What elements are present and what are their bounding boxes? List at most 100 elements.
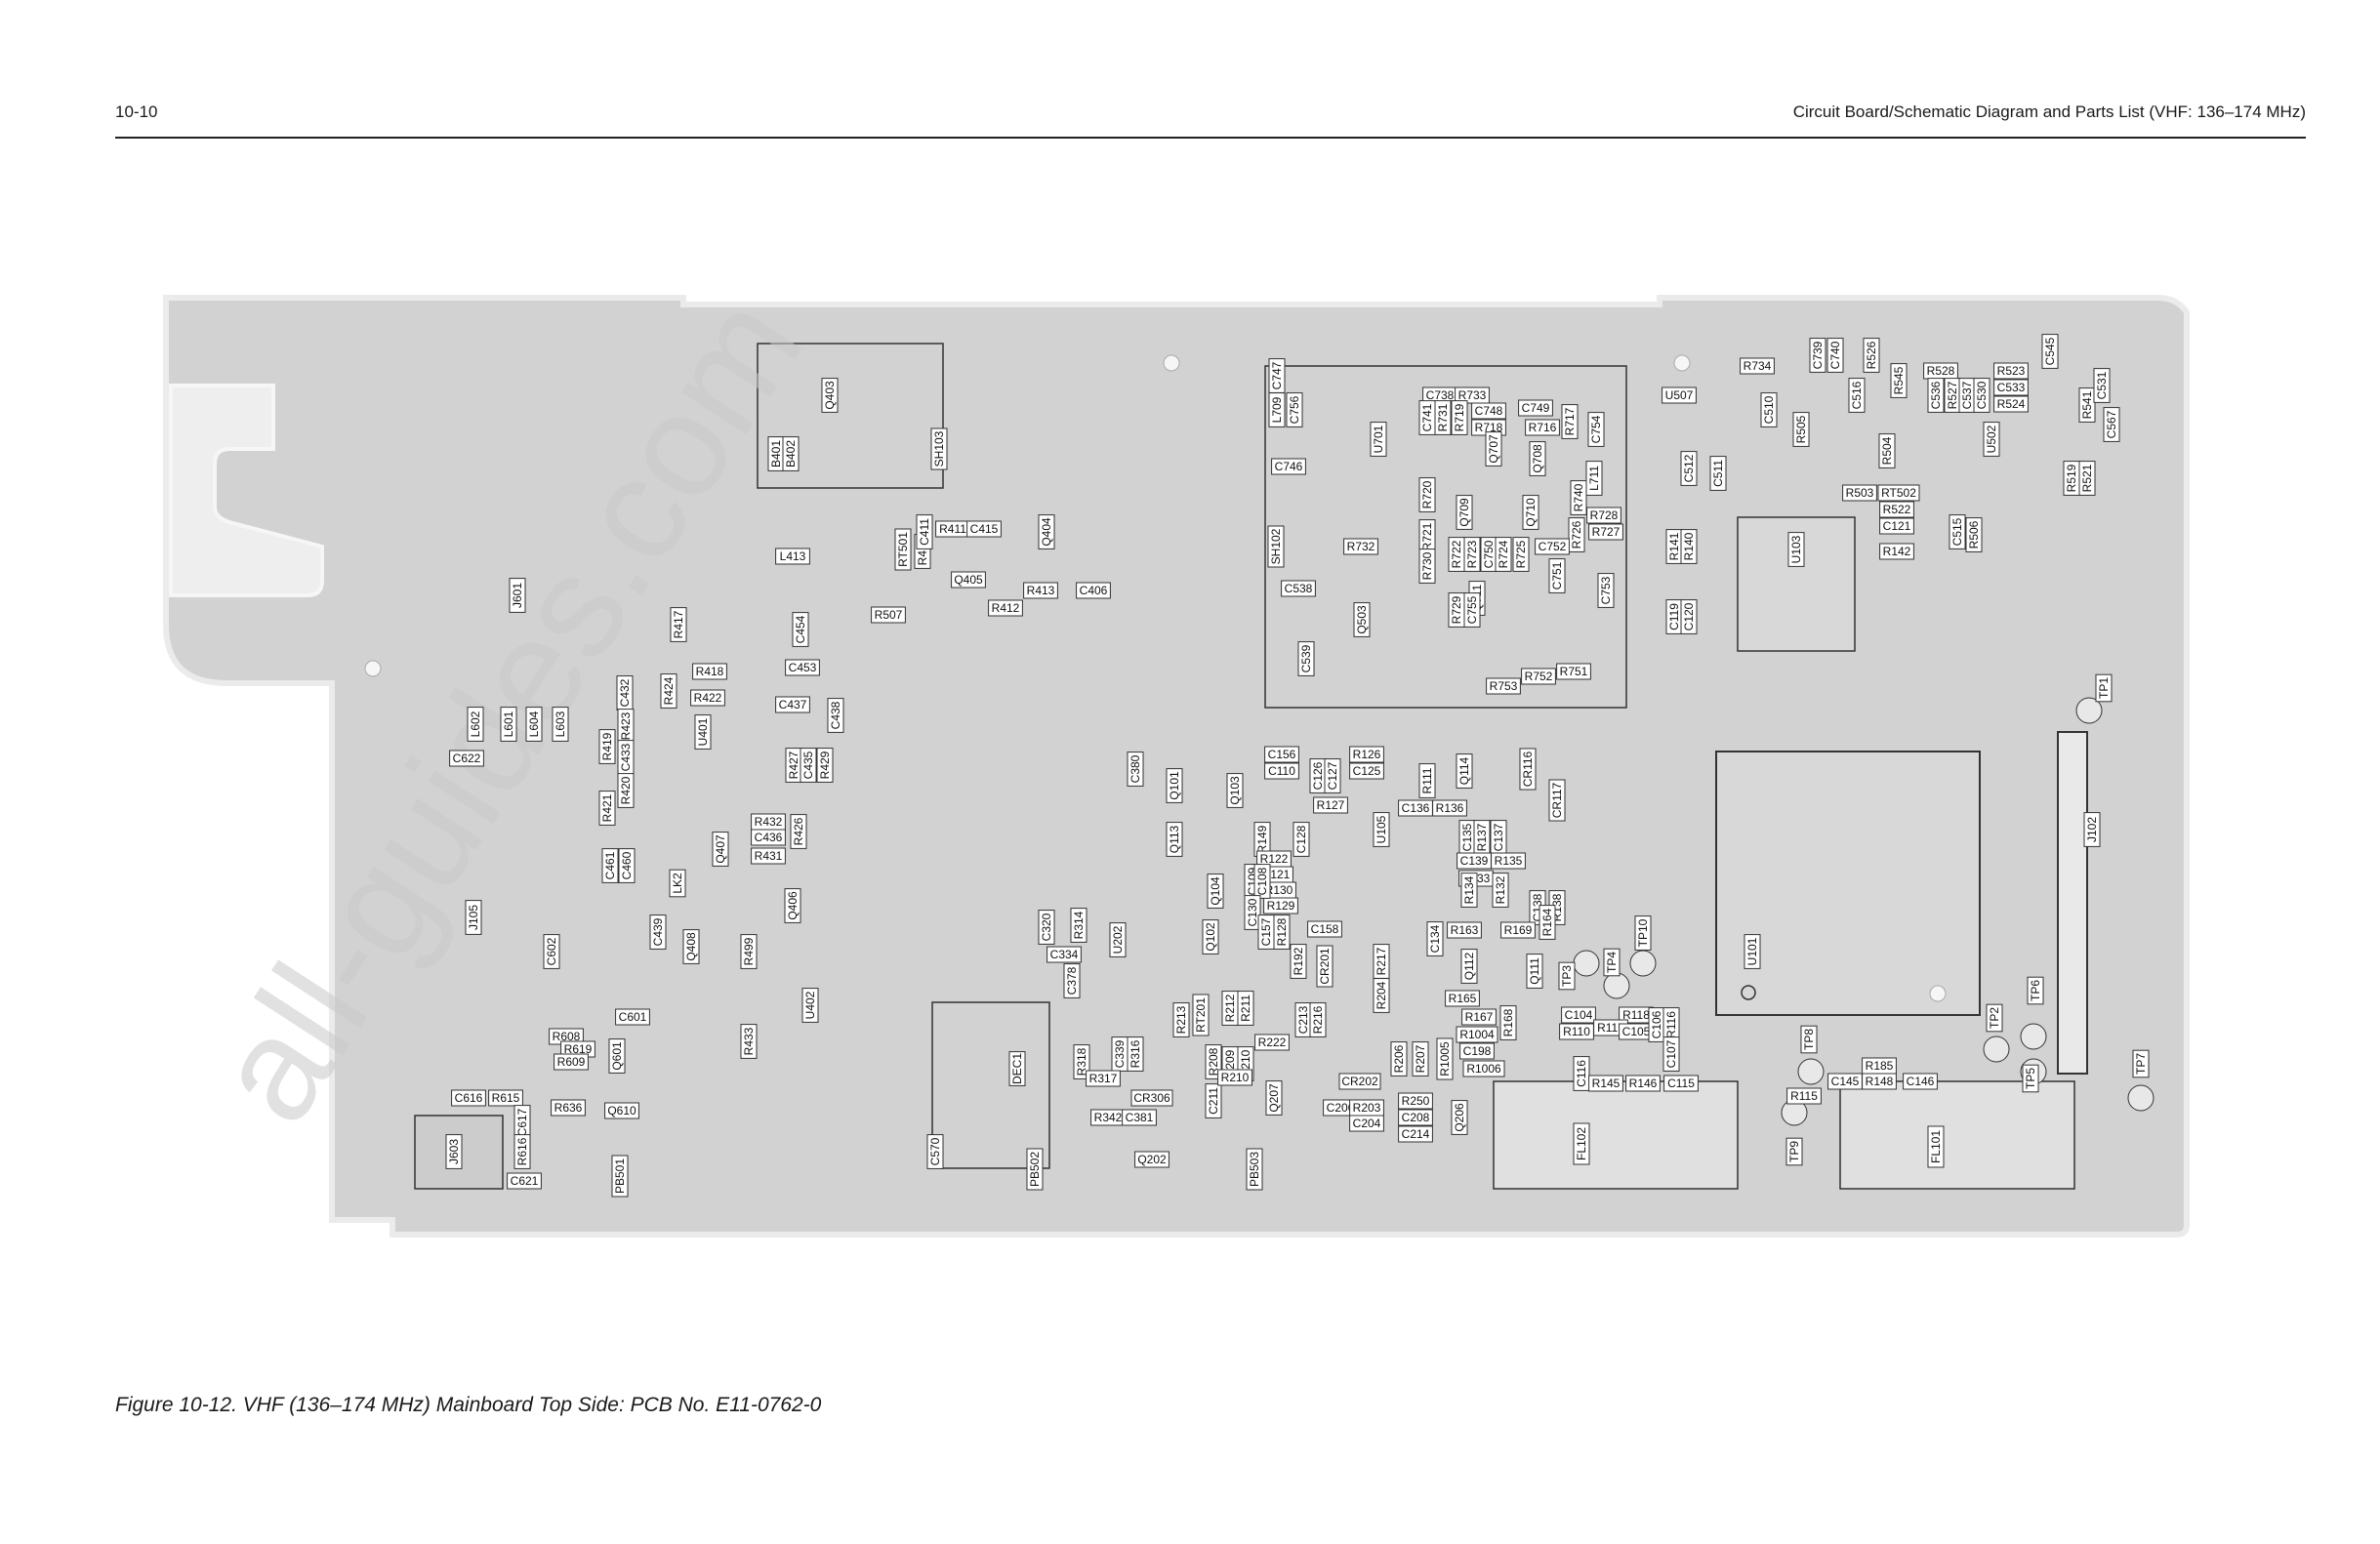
component-label: U103 (1789, 535, 1803, 563)
component-c415: C415 (966, 520, 1002, 538)
component-q610: Q610 (604, 1102, 639, 1119)
component-r167: R167 (1461, 1008, 1497, 1026)
component-c621: C621 (507, 1172, 542, 1190)
component-r429: R429 (816, 748, 834, 783)
component-label: J105 (467, 905, 480, 930)
component-r528: R528 (1923, 362, 1958, 380)
component-c741: C741 (1418, 400, 1436, 435)
component-r523: R523 (1993, 362, 2029, 380)
component-r141: R141 (1665, 529, 1683, 564)
component-r718: R718 (1471, 419, 1506, 436)
component-label: R527 (1946, 381, 1959, 409)
component-label: Q104 (1209, 876, 1222, 906)
component-r210: R210 (1217, 1069, 1252, 1086)
component-label: J603 (447, 1139, 461, 1164)
component-label: Q405 (954, 573, 983, 587)
component-label: R164 (1540, 908, 1554, 936)
component-label: C746 (1275, 460, 1303, 473)
component-r318: R318 (1073, 1044, 1090, 1079)
component-label: R733 (1458, 388, 1487, 402)
component-label: C739 (1811, 341, 1825, 369)
component-label: R422 (694, 691, 722, 705)
component-label: Q207 (1267, 1083, 1281, 1113)
component-j102: J102 (2083, 812, 2101, 847)
component-label: L603 (554, 711, 567, 737)
component-c515: C515 (1949, 514, 1966, 549)
component-c146: C146 (1903, 1073, 1938, 1090)
component-label: Q404 (1040, 517, 1053, 547)
component-u202: U202 (1109, 922, 1127, 957)
component-r132: R132 (1492, 873, 1509, 908)
component-u507: U507 (1662, 386, 1697, 404)
component-r545: R545 (1890, 363, 1908, 398)
component-label: R134 (1462, 875, 1476, 904)
component-label: R127 (1317, 798, 1345, 812)
component-l604: L604 (525, 707, 543, 742)
component-label: L601 (502, 711, 515, 737)
component-r211: R211 (1237, 991, 1254, 1026)
component-label: Q709 (1457, 498, 1471, 527)
component-r204: R204 (1373, 978, 1390, 1013)
component-c461: C461 (601, 848, 619, 883)
component-label: C130 (1246, 898, 1259, 926)
component-c747: C747 (1268, 358, 1286, 393)
component-label: R420 (619, 776, 633, 804)
component-label: R316 (1128, 1039, 1142, 1068)
component-c740: C740 (1826, 338, 1844, 373)
component-label: R619 (564, 1042, 593, 1056)
component-r751: R751 (1556, 663, 1591, 680)
component-tp5: TP5 (2022, 1064, 2039, 1093)
component-label: Q708 (1531, 444, 1544, 473)
component-label: C435 (801, 751, 815, 779)
component-label: R718 (1475, 421, 1503, 434)
component-label: R726 (1570, 520, 1583, 549)
component-label: R417 (672, 610, 685, 638)
component-c213: C213 (1294, 1002, 1312, 1037)
component-r727: R727 (1588, 523, 1623, 541)
component-label: PB501 (613, 1158, 627, 1194)
component-label: C381 (1126, 1111, 1154, 1124)
component-c533: C533 (1993, 379, 2029, 396)
component-r149: R149 (1253, 822, 1271, 857)
component-fl101: FL101 (1927, 1125, 1945, 1168)
component-label: C198 (1463, 1044, 1492, 1058)
test-point (1603, 972, 1630, 999)
component-label: R163 (1451, 923, 1479, 937)
component-r729: R729 (1448, 592, 1465, 628)
component-r719: R719 (1451, 400, 1468, 435)
component-label: R168 (1501, 1008, 1515, 1036)
component-r427: R427 (785, 748, 802, 783)
component-c214: C214 (1398, 1125, 1433, 1143)
component-q707: Q707 (1485, 431, 1502, 467)
component-c516: C516 (1848, 378, 1866, 413)
component-r419: R419 (598, 729, 616, 764)
component-label: C105 (1622, 1025, 1651, 1038)
component-label: R507 (875, 608, 903, 622)
component-label: R222 (1258, 1036, 1287, 1049)
component-c454: C454 (792, 612, 809, 647)
component-label: R427 (787, 751, 800, 779)
component-label: C622 (453, 752, 481, 765)
component-r723: R723 (1463, 537, 1481, 572)
component-label: C537 (1960, 381, 1974, 409)
component-label: R111 (1420, 767, 1434, 793)
component-r426: R426 (790, 814, 807, 849)
component-c104: C104 (1561, 1006, 1596, 1024)
component-label: R545 (1892, 366, 1906, 394)
component-label: C617 (515, 1108, 529, 1136)
component-label: C411 (918, 518, 931, 546)
component-label: C511 (1711, 460, 1725, 487)
component-label: C740 (1828, 341, 1842, 369)
component-r730: R730 (1418, 549, 1436, 584)
component-label: C120 (1682, 602, 1696, 630)
component-label: R734 (1744, 359, 1772, 373)
component-c530: C530 (1973, 378, 1990, 413)
component-u401: U401 (694, 714, 712, 750)
component-c204: C204 (1349, 1115, 1384, 1132)
component-label: U105 (1375, 815, 1388, 843)
component-label: Q707 (1487, 434, 1500, 464)
component-r506: R506 (1965, 517, 1983, 552)
component-label: C137 (1492, 823, 1505, 851)
component-r126: R126 (1349, 746, 1384, 763)
u101-chip (1715, 751, 1981, 1016)
